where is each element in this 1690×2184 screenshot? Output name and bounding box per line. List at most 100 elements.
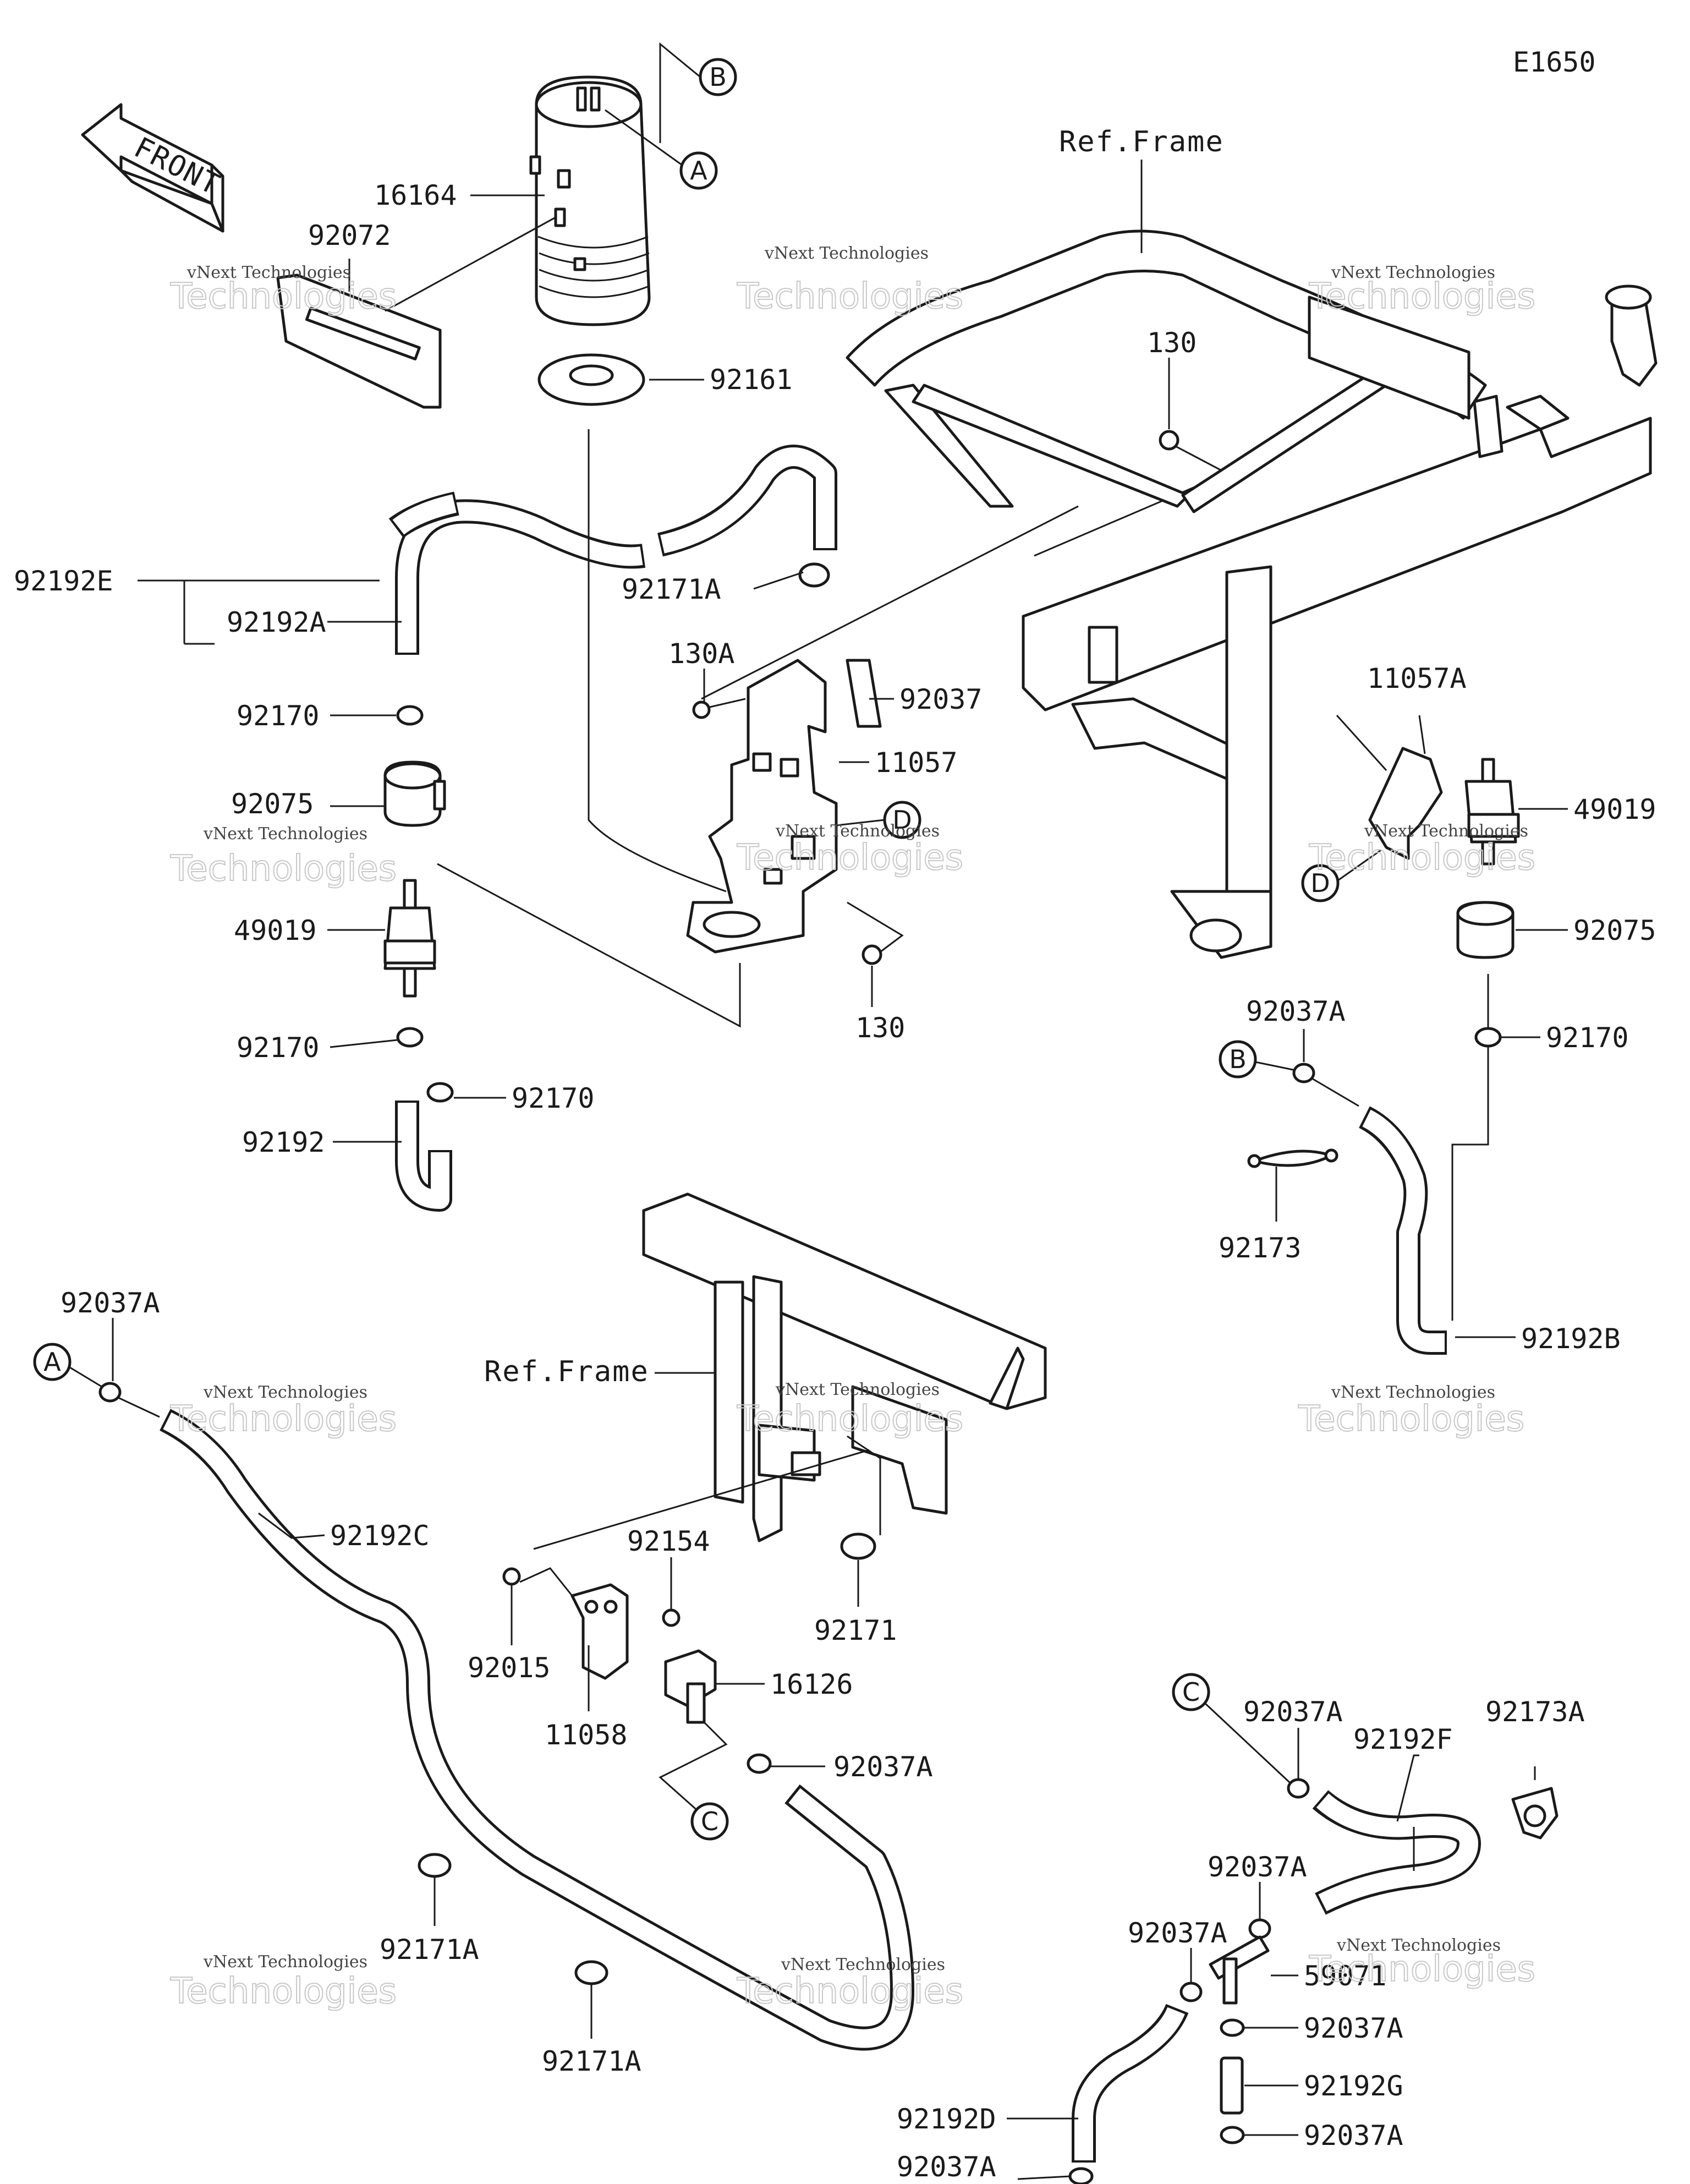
- label-11057: 11057: [875, 747, 958, 779]
- label-92171: 92171: [814, 1614, 897, 1646]
- label-130-bot: 130: [855, 1012, 905, 1044]
- svg-text:vNext Technologies: vNext Technologies: [203, 824, 367, 844]
- svg-text:Technologies: Technologies: [737, 1399, 963, 1439]
- hose-92192B: [1358, 1106, 1447, 1355]
- svg-text:A: A: [43, 1347, 61, 1377]
- label-16164: 16164: [374, 179, 457, 211]
- clamp-92037A-g: [1220, 2126, 1245, 2144]
- strap-92072: [276, 273, 442, 409]
- label-92192F: 92192F: [1353, 1723, 1453, 1755]
- label-92015: 92015: [468, 1652, 551, 1684]
- svg-text:Technologies: Technologies: [737, 276, 963, 317]
- ref-frame-top: Ref.Frame: [1059, 125, 1224, 158]
- hose-92192E: [388, 445, 837, 557]
- label-130-top: 130: [1147, 327, 1197, 359]
- frame-top: [846, 229, 1658, 959]
- bracket-11058: [570, 1583, 629, 1680]
- label-11057A: 11057A: [1367, 663, 1467, 694]
- svg-text:vNext Technologies: vNext Technologies: [764, 244, 929, 263]
- canister-16164: [529, 75, 651, 326]
- clamp-92037A-mid: [747, 1753, 772, 1774]
- clamp-92037A-e: [1179, 1982, 1203, 2002]
- svg-text:C: C: [1182, 1677, 1200, 1707]
- svg-text:vNext Technologies: vNext Technologies: [775, 822, 940, 841]
- bolt-130-bot: [862, 944, 882, 965]
- svg-text:Technologies: Technologies: [170, 849, 397, 889]
- label-92037A-left: 92037A: [61, 1287, 160, 1319]
- ref-frame-bottom: Ref.Frame: [484, 1355, 649, 1388]
- svg-text:D: D: [1310, 868, 1330, 898]
- svg-text:Technologies: Technologies: [1309, 838, 1535, 878]
- bolt-130A: [692, 698, 746, 719]
- clamp-92037A-d: [1248, 1918, 1271, 1939]
- cushion-92075-right: [1456, 901, 1515, 959]
- bolt-92154: [662, 1608, 681, 1627]
- label-92171A-b1: 92171A: [380, 1934, 479, 1966]
- clamp-92037A-c: [1287, 1778, 1310, 1799]
- hose-92192C: [159, 1409, 914, 2051]
- tee-59071: [1209, 1935, 1270, 2005]
- label-92072: 92072: [308, 220, 391, 251]
- label-92192C: 92192C: [330, 1520, 430, 1552]
- label-92192E: 92192E: [14, 565, 113, 597]
- connector-B-right: B: [1219, 1040, 1257, 1079]
- svg-text:B: B: [1229, 1044, 1247, 1074]
- label-92037A-e: 92037A: [1128, 1917, 1227, 1949]
- clamp-92037A-r1: [1292, 1063, 1315, 1083]
- connector-B-top: B: [699, 58, 737, 96]
- clamp-92171A-b2: [574, 1960, 608, 1985]
- nut-92015: [502, 1567, 521, 1586]
- svg-text:vNext Technologies: vNext Technologies: [1364, 822, 1528, 841]
- diagram-code: E1650: [1513, 46, 1596, 78]
- label-92075-left: 92075: [231, 788, 314, 820]
- svg-text:vNext Technologies: vNext Technologies: [203, 1383, 367, 1402]
- label-92037: 92037: [899, 683, 983, 715]
- svg-text:vNext Technologies: vNext Technologies: [1331, 263, 1495, 282]
- label-92037A-g: 92037A: [1304, 2120, 1403, 2152]
- connector-A-top: A: [679, 151, 718, 190]
- label-92037A-h: 92037A: [897, 2151, 996, 2183]
- label-92171A-b2: 92171A: [542, 2045, 641, 2077]
- hose-92192A: [395, 499, 646, 655]
- svg-text:vNext Technologies: vNext Technologies: [775, 1380, 940, 1399]
- label-92192A: 92192A: [227, 606, 326, 638]
- cushion-92075-left: [383, 760, 446, 827]
- label-92170-1: 92170: [237, 700, 320, 732]
- fuel-filter-49019-right: [1464, 758, 1520, 866]
- label-92037A-r1: 92037A: [1246, 995, 1346, 1027]
- watermark: Technologies vNext Technologies Technolo…: [169, 244, 1536, 2012]
- label-92161: 92161: [710, 364, 793, 396]
- svg-text:vNext Technologies: vNext Technologies: [1336, 1936, 1501, 1955]
- label-92192G: 92192G: [1304, 2070, 1403, 2102]
- svg-text:D: D: [892, 805, 912, 835]
- connector-C-mid: C: [690, 1802, 729, 1841]
- label-92171A-top: 92171A: [622, 573, 721, 605]
- label-49019-right: 49019: [1573, 793, 1656, 825]
- label-92192D: 92192D: [897, 2103, 996, 2135]
- hose-92192: [395, 1101, 452, 1212]
- clamp-92170-1: [396, 705, 424, 726]
- connector-D-right: D: [1301, 864, 1340, 902]
- label-130A: 130A: [668, 638, 734, 670]
- svg-text:Technologies: Technologies: [170, 1971, 397, 2012]
- svg-text:B: B: [709, 62, 727, 92]
- connector-A-left: A: [33, 1343, 72, 1381]
- fuel-filter-49019-left: [383, 879, 436, 998]
- seal-92161: [537, 353, 645, 406]
- label-92154: 92154: [627, 1525, 710, 1557]
- label-92170-right: 92170: [1546, 1022, 1629, 1054]
- clamp-92170-3: [426, 1082, 454, 1103]
- label-92037A-c: 92037A: [1243, 1696, 1343, 1728]
- label-92170-2: 92170: [237, 1032, 320, 1064]
- label-92170-3: 92170: [512, 1082, 595, 1114]
- svg-text:Technologies: Technologies: [1309, 1949, 1535, 1990]
- svg-text:Technologies: Technologies: [170, 1399, 397, 1439]
- svg-text:Technologies: Technologies: [1309, 276, 1535, 317]
- clamp-92037A-h: [1068, 2167, 1094, 2184]
- clamp-92173A: [1511, 1787, 1559, 1840]
- svg-text:A: A: [690, 156, 707, 185]
- bracket-11057A: [1368, 747, 1443, 860]
- svg-text:vNext Technologies: vNext Technologies: [1331, 1383, 1495, 1402]
- label-11058: 11058: [545, 1719, 628, 1751]
- label-92192B: 92192B: [1521, 1323, 1621, 1355]
